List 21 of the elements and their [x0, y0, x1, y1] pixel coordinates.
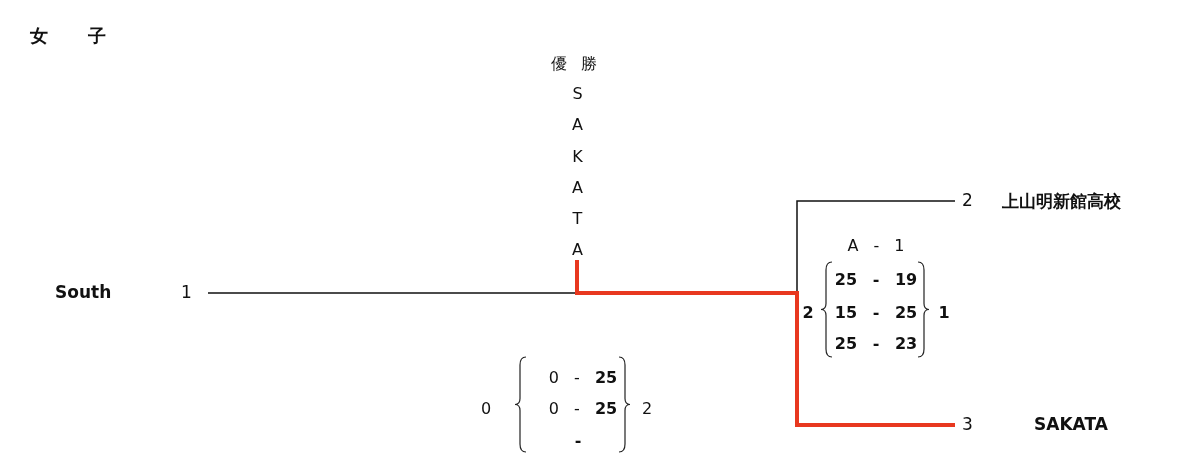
- champion-heading: 優勝: [551, 54, 611, 75]
- score-text: -: [574, 430, 582, 450]
- score-text: 15 - 25: [834, 302, 918, 322]
- champion-name: SAKATA: [567, 84, 587, 272]
- score-text: 25 - 23: [834, 333, 918, 353]
- seed-number: 1: [181, 282, 192, 302]
- seed-number: 3: [962, 414, 973, 434]
- score-text: A - 1: [847, 235, 905, 255]
- title: 女子: [30, 24, 146, 48]
- score-text: 1: [938, 302, 950, 322]
- score-text: 25 - 19: [834, 269, 918, 289]
- seed-number: 2: [962, 190, 973, 210]
- score-text: 0 - 25: [548, 398, 618, 418]
- score-text: 2: [641, 398, 653, 418]
- bracket-line: [575, 260, 955, 427]
- team-name: 上山明新館高校: [1002, 190, 1121, 213]
- team-name: South: [55, 282, 112, 302]
- score-text: 0: [480, 398, 492, 418]
- team-name: SAKATA: [1034, 414, 1108, 434]
- score-text: 0 - 25: [548, 367, 618, 387]
- score-text: 2: [802, 302, 814, 322]
